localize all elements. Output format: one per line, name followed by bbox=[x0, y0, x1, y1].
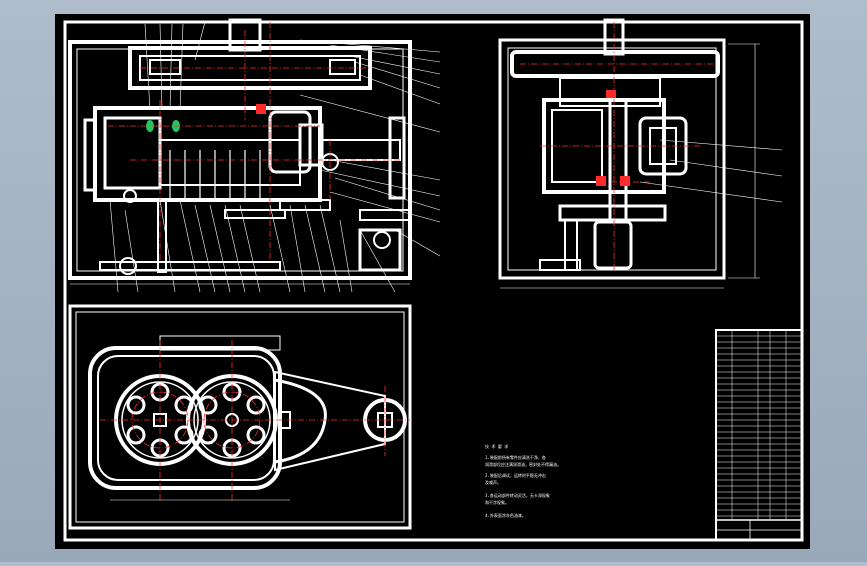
technical-notes: 技 术 要 求 1.装配前所有零件应清洗干净，各 润滑部位应注满润滑油，密封处不… bbox=[485, 443, 561, 518]
note-line: 2.装配后调试，运转时平稳无冲击 bbox=[485, 472, 546, 478]
drawing-sheet bbox=[55, 14, 810, 549]
note-line: 4.外表面涂灰色油漆。 bbox=[485, 512, 526, 518]
note-line: 3.各运动部件转动灵活，无卡滞现象 bbox=[485, 492, 550, 498]
note-line: 及噪声。 bbox=[485, 479, 501, 485]
note-line: 和干涉现象。 bbox=[485, 499, 509, 505]
drawing-border bbox=[63, 20, 804, 542]
notes-title: 技 术 要 求 bbox=[485, 443, 508, 449]
note-line: 1.装配前所有零件应清洗干净，各 bbox=[485, 454, 546, 460]
top-view bbox=[68, 304, 412, 530]
front-view bbox=[68, 18, 441, 293]
side-view bbox=[498, 18, 783, 289]
parts-list-table bbox=[715, 329, 803, 541]
note-line: 润滑部位应注满润滑油，密封处不得漏油。 bbox=[485, 461, 561, 467]
